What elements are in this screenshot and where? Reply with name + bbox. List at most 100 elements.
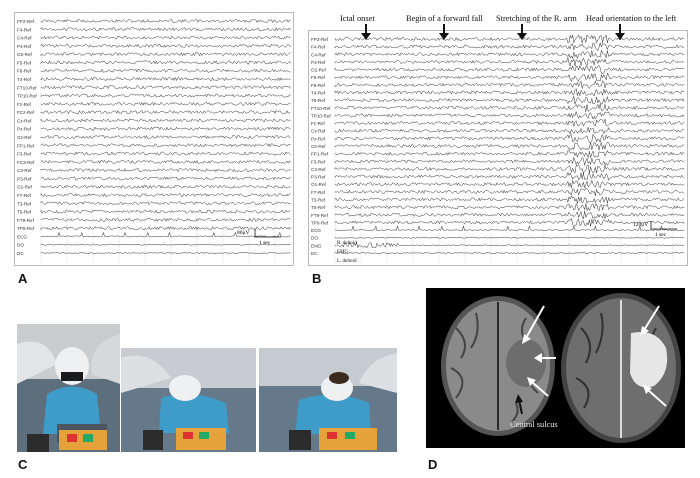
eeg-trace (334, 217, 685, 227)
eeg-trace (40, 68, 291, 73)
eeg-trace (40, 184, 291, 189)
eeg-trace (334, 164, 685, 174)
channel-label: F7-Ref (311, 190, 326, 195)
photo-child-arm-stretch-image (259, 348, 397, 452)
eeg-trace (40, 35, 291, 40)
channel-label: C3-Ref (17, 168, 32, 173)
eeg-trace (334, 49, 685, 60)
eeg-trace (40, 192, 291, 198)
event-arrow-ictal-onset (361, 24, 371, 40)
photo-child-forward-fall-image (121, 348, 256, 452)
channel-label: C3-Ref (311, 167, 326, 172)
eeg-trace (40, 209, 291, 214)
eeg-trace (40, 252, 291, 254)
channel-label: F7-Ref (17, 193, 32, 198)
channel-label: T3-Ref (311, 198, 326, 203)
channel-label: FP1-Ref (311, 152, 329, 157)
eeg-trace (40, 231, 291, 238)
channel-label: F5-Ref (17, 60, 32, 65)
channel-label: T5-Ref (17, 210, 32, 215)
photo-child-forward-fall (121, 348, 256, 452)
emg-label: R. deltoid (337, 241, 357, 246)
eeg-trace (334, 80, 685, 89)
emg-label: L. deltoid (337, 259, 357, 264)
panel-letter-c: C (18, 457, 28, 472)
event-label-stretching-arm: Stretching of the R. arm (496, 14, 577, 23)
eeg-trace (334, 95, 685, 105)
eeg-trace (40, 243, 291, 246)
channel-label: Oz-Ref (311, 144, 326, 149)
channel-label: F5-Ref (311, 75, 326, 80)
channel-label: O2-Ref (311, 68, 327, 73)
channel-label: TP9-Ref (311, 220, 329, 225)
scale-bar (254, 229, 281, 238)
channel-label: FT10-Ref (311, 106, 331, 111)
eeg-trace (40, 134, 291, 140)
channel-label: Pz-Ref (311, 136, 326, 141)
panel-letter-b: B (312, 271, 322, 286)
channel-label: FP2-Ref (17, 19, 35, 24)
channel-label: O2-Ref (17, 52, 33, 57)
channel-label: O1-Ref (311, 182, 327, 187)
channel-label: FT9-Ref (311, 213, 329, 218)
mri-central-sulcus-label: Central sulcus (510, 420, 558, 429)
channel-label: Oz-Ref (17, 135, 32, 140)
channel-label: O1-Ref (17, 185, 33, 190)
eeg-trace (334, 156, 685, 166)
eeg-trace (334, 42, 685, 52)
channel-label: T4-Ref (311, 91, 326, 96)
photo-child-seated (17, 324, 120, 452)
scale-amplitude-label: 80μV (237, 230, 249, 236)
channel-label: DC (311, 251, 318, 256)
eeg-trace (334, 171, 685, 181)
channel-label: DO (311, 236, 318, 241)
eeg-trace (334, 241, 685, 249)
eeg-trace (334, 149, 685, 159)
eeg-trace (40, 126, 291, 131)
mri-panel: Central sulcus (426, 288, 685, 448)
channel-label: Fz-Ref (311, 121, 326, 126)
eeg-trace (334, 72, 685, 82)
eeg-trace (334, 118, 685, 127)
channel-label: Fz-Ref (17, 102, 32, 107)
eeg-trace (40, 76, 291, 82)
eeg-traces-a: FP2-RefF4-RefC4-RefP4-RefO2-RefF5-RefF6-… (17, 15, 291, 263)
eeg-trace (334, 141, 685, 151)
eeg-trace (40, 168, 291, 173)
event-label-forward-fall: Begin of a forward fall (406, 14, 483, 23)
channel-label: C4-Ref (311, 52, 326, 57)
event-arrow-stretching-arm (517, 24, 527, 40)
eeg-trace (334, 225, 685, 232)
channel-label: Pz-Ref (17, 127, 32, 132)
eeg-trace (40, 118, 291, 123)
channel-label: F4-Ref (17, 27, 32, 32)
eeg-trace (334, 133, 685, 144)
eeg-trace (334, 187, 685, 197)
event-arrow-forward-fall (439, 24, 449, 40)
channel-label: TP9-Ref (17, 226, 35, 231)
eeg-trace (40, 217, 291, 222)
photo-child-arm-stretch (259, 348, 397, 452)
scale-bar (650, 221, 677, 230)
channel-label: ECG (17, 234, 27, 239)
eeg-trace (40, 60, 291, 65)
scale-amplitude-label: 120μV (633, 222, 648, 228)
event-label-head-orientation: Head orientation to the left (586, 14, 677, 23)
eeg-trace (334, 88, 685, 97)
photo-child-seated-image (17, 324, 120, 452)
channel-label: FT9-Ref (17, 218, 35, 223)
scale-time-label: 1 sec (655, 232, 667, 238)
channel-label: F3-Ref (17, 152, 32, 157)
channel-label: Cz-Ref (17, 118, 32, 123)
channel-label: DC (17, 251, 24, 256)
eeg-trace (40, 18, 291, 24)
channel-label: TP10-Ref (311, 113, 331, 118)
eeg-trace (40, 143, 291, 148)
channel-label: FC3-Ref (17, 160, 35, 165)
channel-label: P3-Ref (17, 176, 32, 181)
eeg-trace (334, 56, 685, 67)
eeg-trace (40, 201, 291, 206)
channel-label: C4-Ref (17, 36, 32, 41)
event-label-ictal-onset: Ictal onset (340, 14, 375, 23)
